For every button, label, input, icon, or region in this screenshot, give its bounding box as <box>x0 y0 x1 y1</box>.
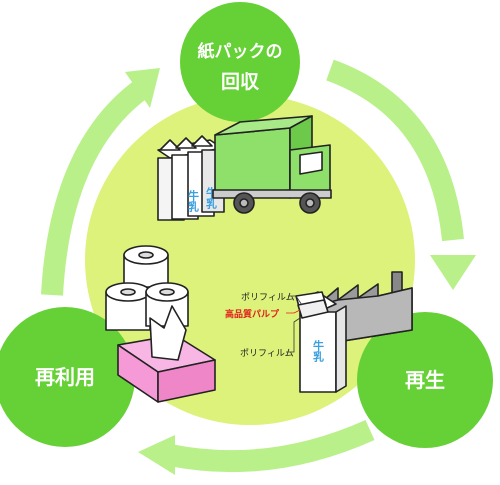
cycle-arrow-top-right <box>326 59 476 290</box>
carton-cross-section-text: 牛乳 <box>312 339 325 363</box>
leader-line-top <box>288 295 303 306</box>
leader-line-bottom <box>286 317 301 353</box>
leader-line-pulp <box>286 309 301 314</box>
truck-icon <box>212 115 332 214</box>
label-pulp: 高品質パルプ <box>225 308 280 320</box>
node-collection: 紙パックの 回収 <box>180 2 300 122</box>
label-polyfilm-top: ポリフィルム <box>241 292 295 303</box>
node-regenerate-label: 再生 <box>405 368 445 392</box>
milk-cartons-icon: 牛乳 牛乳 <box>157 135 225 221</box>
node-collection-line1: 紙パックの <box>198 41 283 62</box>
node-collection-line2: 回収 <box>221 71 260 93</box>
cycle-arrow-bottom <box>138 419 375 475</box>
label-polyfilm-bottom: ポリフィルム <box>240 348 294 359</box>
carton-cross-section-icon: 牛乳 <box>295 291 347 393</box>
pulp-labels: ポリフィルム 高品質パルプ ポリフィルム <box>225 292 303 359</box>
cycle-arrow-left <box>41 68 160 296</box>
node-reuse-label: 再利用 <box>35 365 95 389</box>
tissue-box-icon <box>117 305 216 403</box>
node-reuse: 再利用 <box>0 307 135 447</box>
milk-carton-text-1: 牛乳 <box>187 189 200 213</box>
node-regenerate: 再生 <box>357 312 493 448</box>
